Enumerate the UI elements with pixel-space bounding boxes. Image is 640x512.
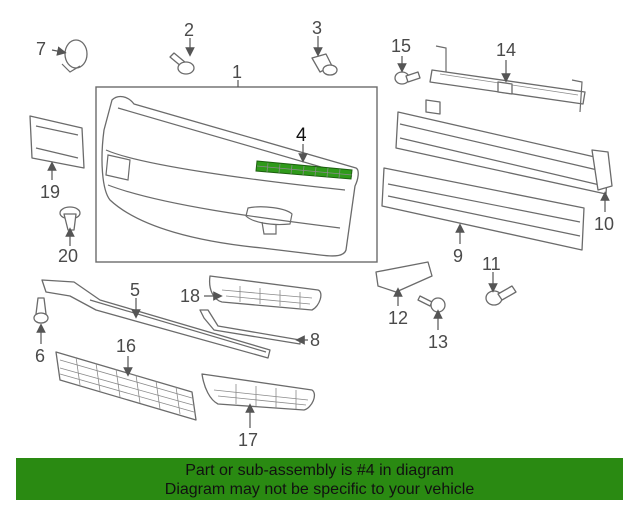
callout-9: 9 (453, 246, 463, 266)
bolt-part-13 (417, 295, 446, 313)
lower-cover-part-5 (41, 279, 271, 359)
highlighted-part-4[interactable] (255, 160, 353, 180)
clip-part-3 (311, 53, 338, 76)
callout-11: 11 (482, 254, 501, 274)
callout-7: 7 (36, 39, 46, 59)
callout-4: 4 (296, 125, 307, 146)
callout-14: 14 (496, 40, 516, 60)
callout-15: 15 (391, 36, 411, 56)
callout-12: 12 (388, 308, 408, 328)
parts-diagram: 1 2 3 4 5 6 7 8 9 10 11 12 13 14 15 16 1… (29, 18, 614, 450)
bolt-part-11 (485, 285, 517, 306)
side-bracket-part-12 (375, 261, 433, 293)
callout-6: 6 (35, 346, 45, 366)
callout-13: 13 (428, 332, 448, 352)
callout-19: 19 (40, 182, 60, 202)
banner-line-1: Part or sub-assembly is #4 in diagram (185, 462, 454, 479)
side-grille-part-18 (208, 275, 322, 311)
callout-3: 3 (312, 18, 322, 38)
upper-bracket-part-14 (429, 45, 586, 113)
callout-1: 1 (232, 62, 242, 82)
callout-18: 18 (180, 286, 200, 306)
callout-8: 8 (310, 330, 320, 350)
bolt-part-15 (394, 71, 421, 85)
cap-part-7 (61, 39, 88, 73)
absorber-part-9 (381, 167, 585, 251)
callout-2: 2 (184, 20, 194, 40)
bolt-part-6 (33, 297, 49, 324)
clip-part-20 (59, 206, 81, 231)
license-bracket-part-19 (29, 115, 85, 169)
bumper-cover-group (95, 86, 378, 263)
banner-line-2: Diagram may not be specific to your vehi… (164, 481, 475, 498)
info-banner: Part or sub-assembly is #4 in diagram Di… (16, 458, 623, 500)
grille-part-16 (55, 351, 197, 421)
callout-5: 5 (130, 280, 140, 300)
callout-10: 10 (594, 214, 614, 234)
side-grille-part-17 (201, 373, 316, 411)
callout-20: 20 (58, 246, 78, 266)
bumper-cover-frame (95, 86, 378, 263)
callout-17: 17 (238, 430, 258, 450)
callout-16: 16 (116, 336, 136, 356)
bolt-part-2 (169, 52, 195, 75)
